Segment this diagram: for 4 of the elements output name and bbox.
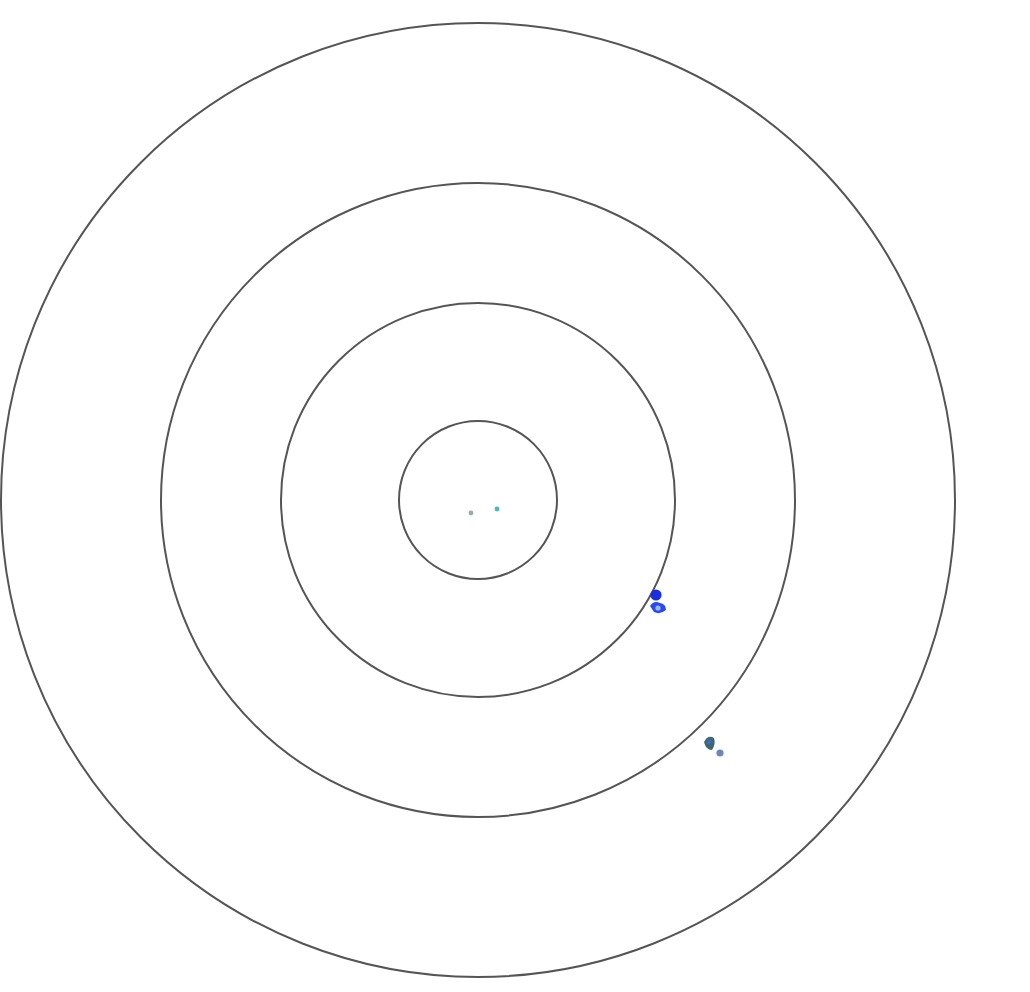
ring [280,302,676,698]
ring [160,182,796,818]
ring [398,420,558,580]
ring [0,22,956,978]
